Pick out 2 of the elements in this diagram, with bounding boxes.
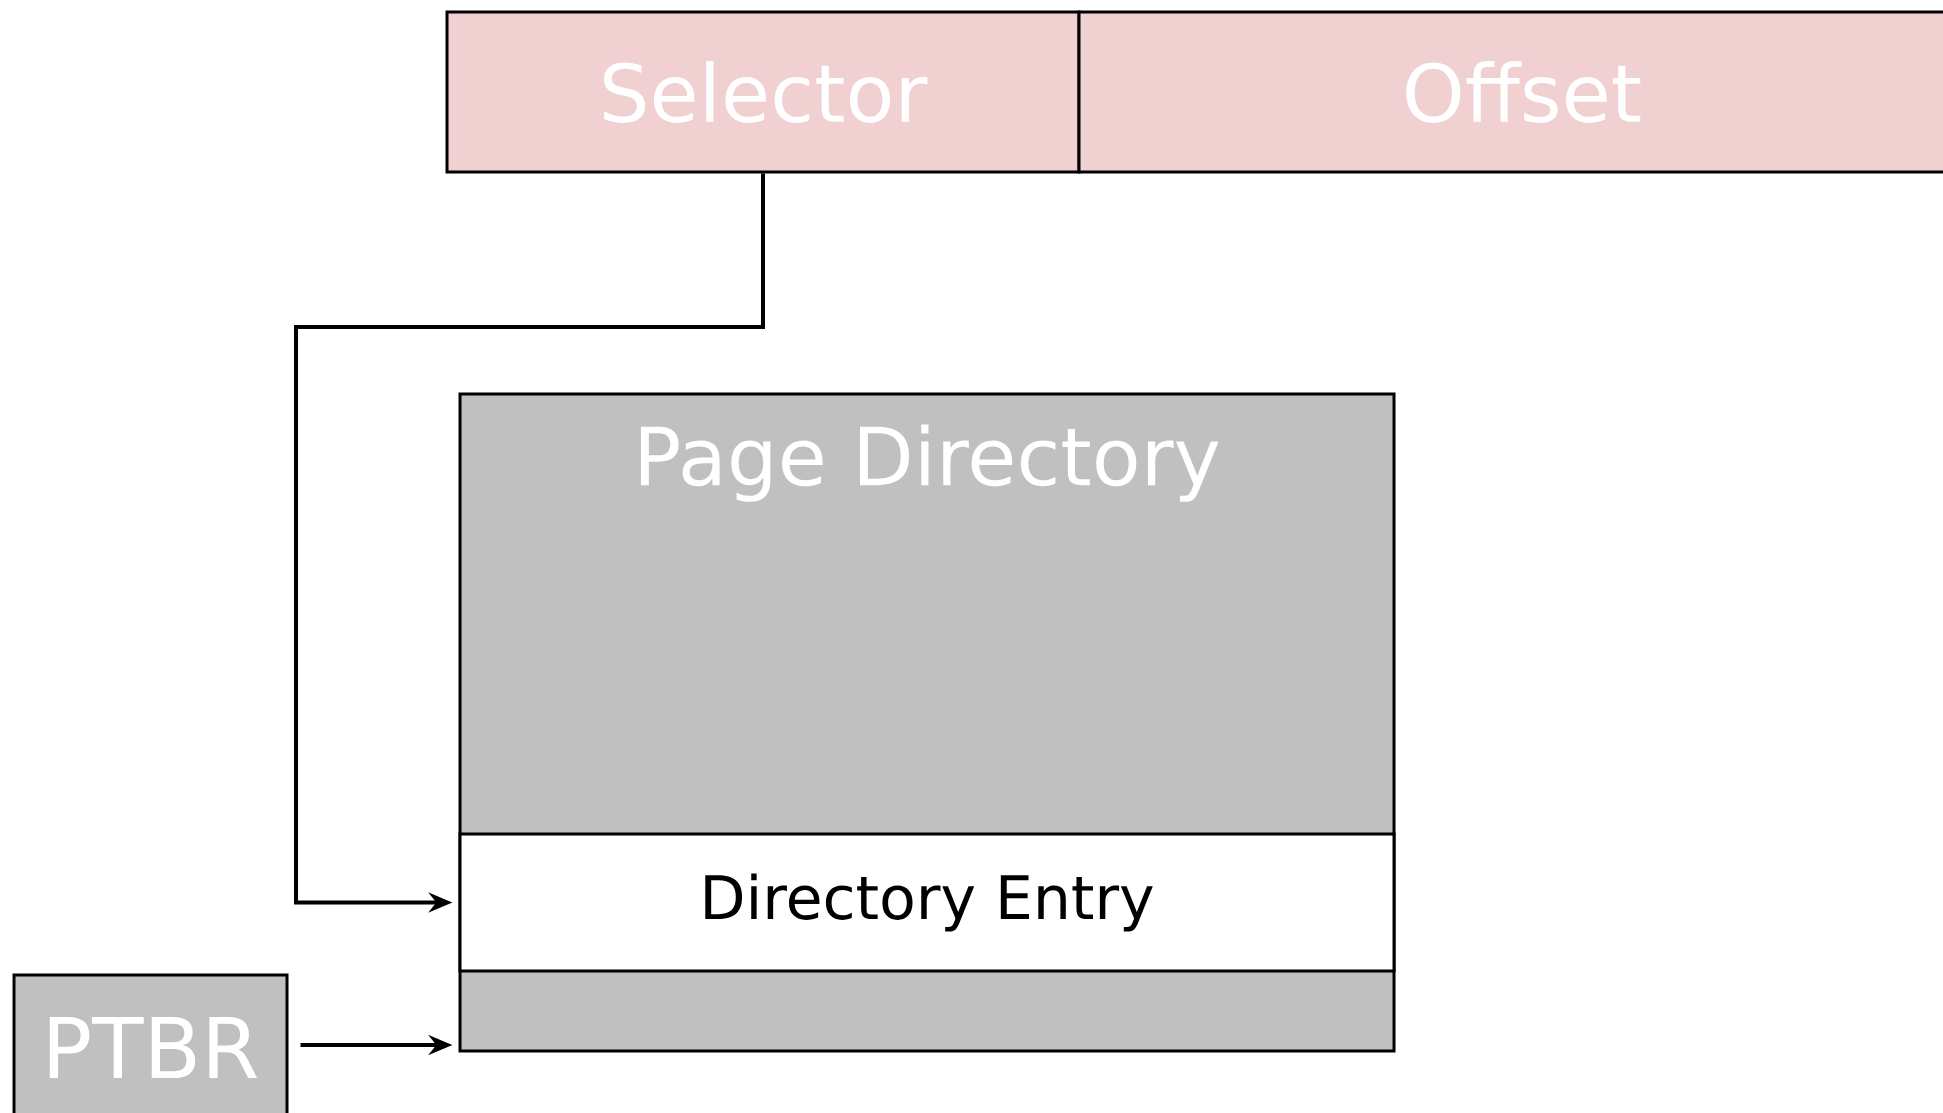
directory-entry-row: Directory Entry xyxy=(458,832,1396,973)
register-box: PTBR xyxy=(12,973,289,1113)
